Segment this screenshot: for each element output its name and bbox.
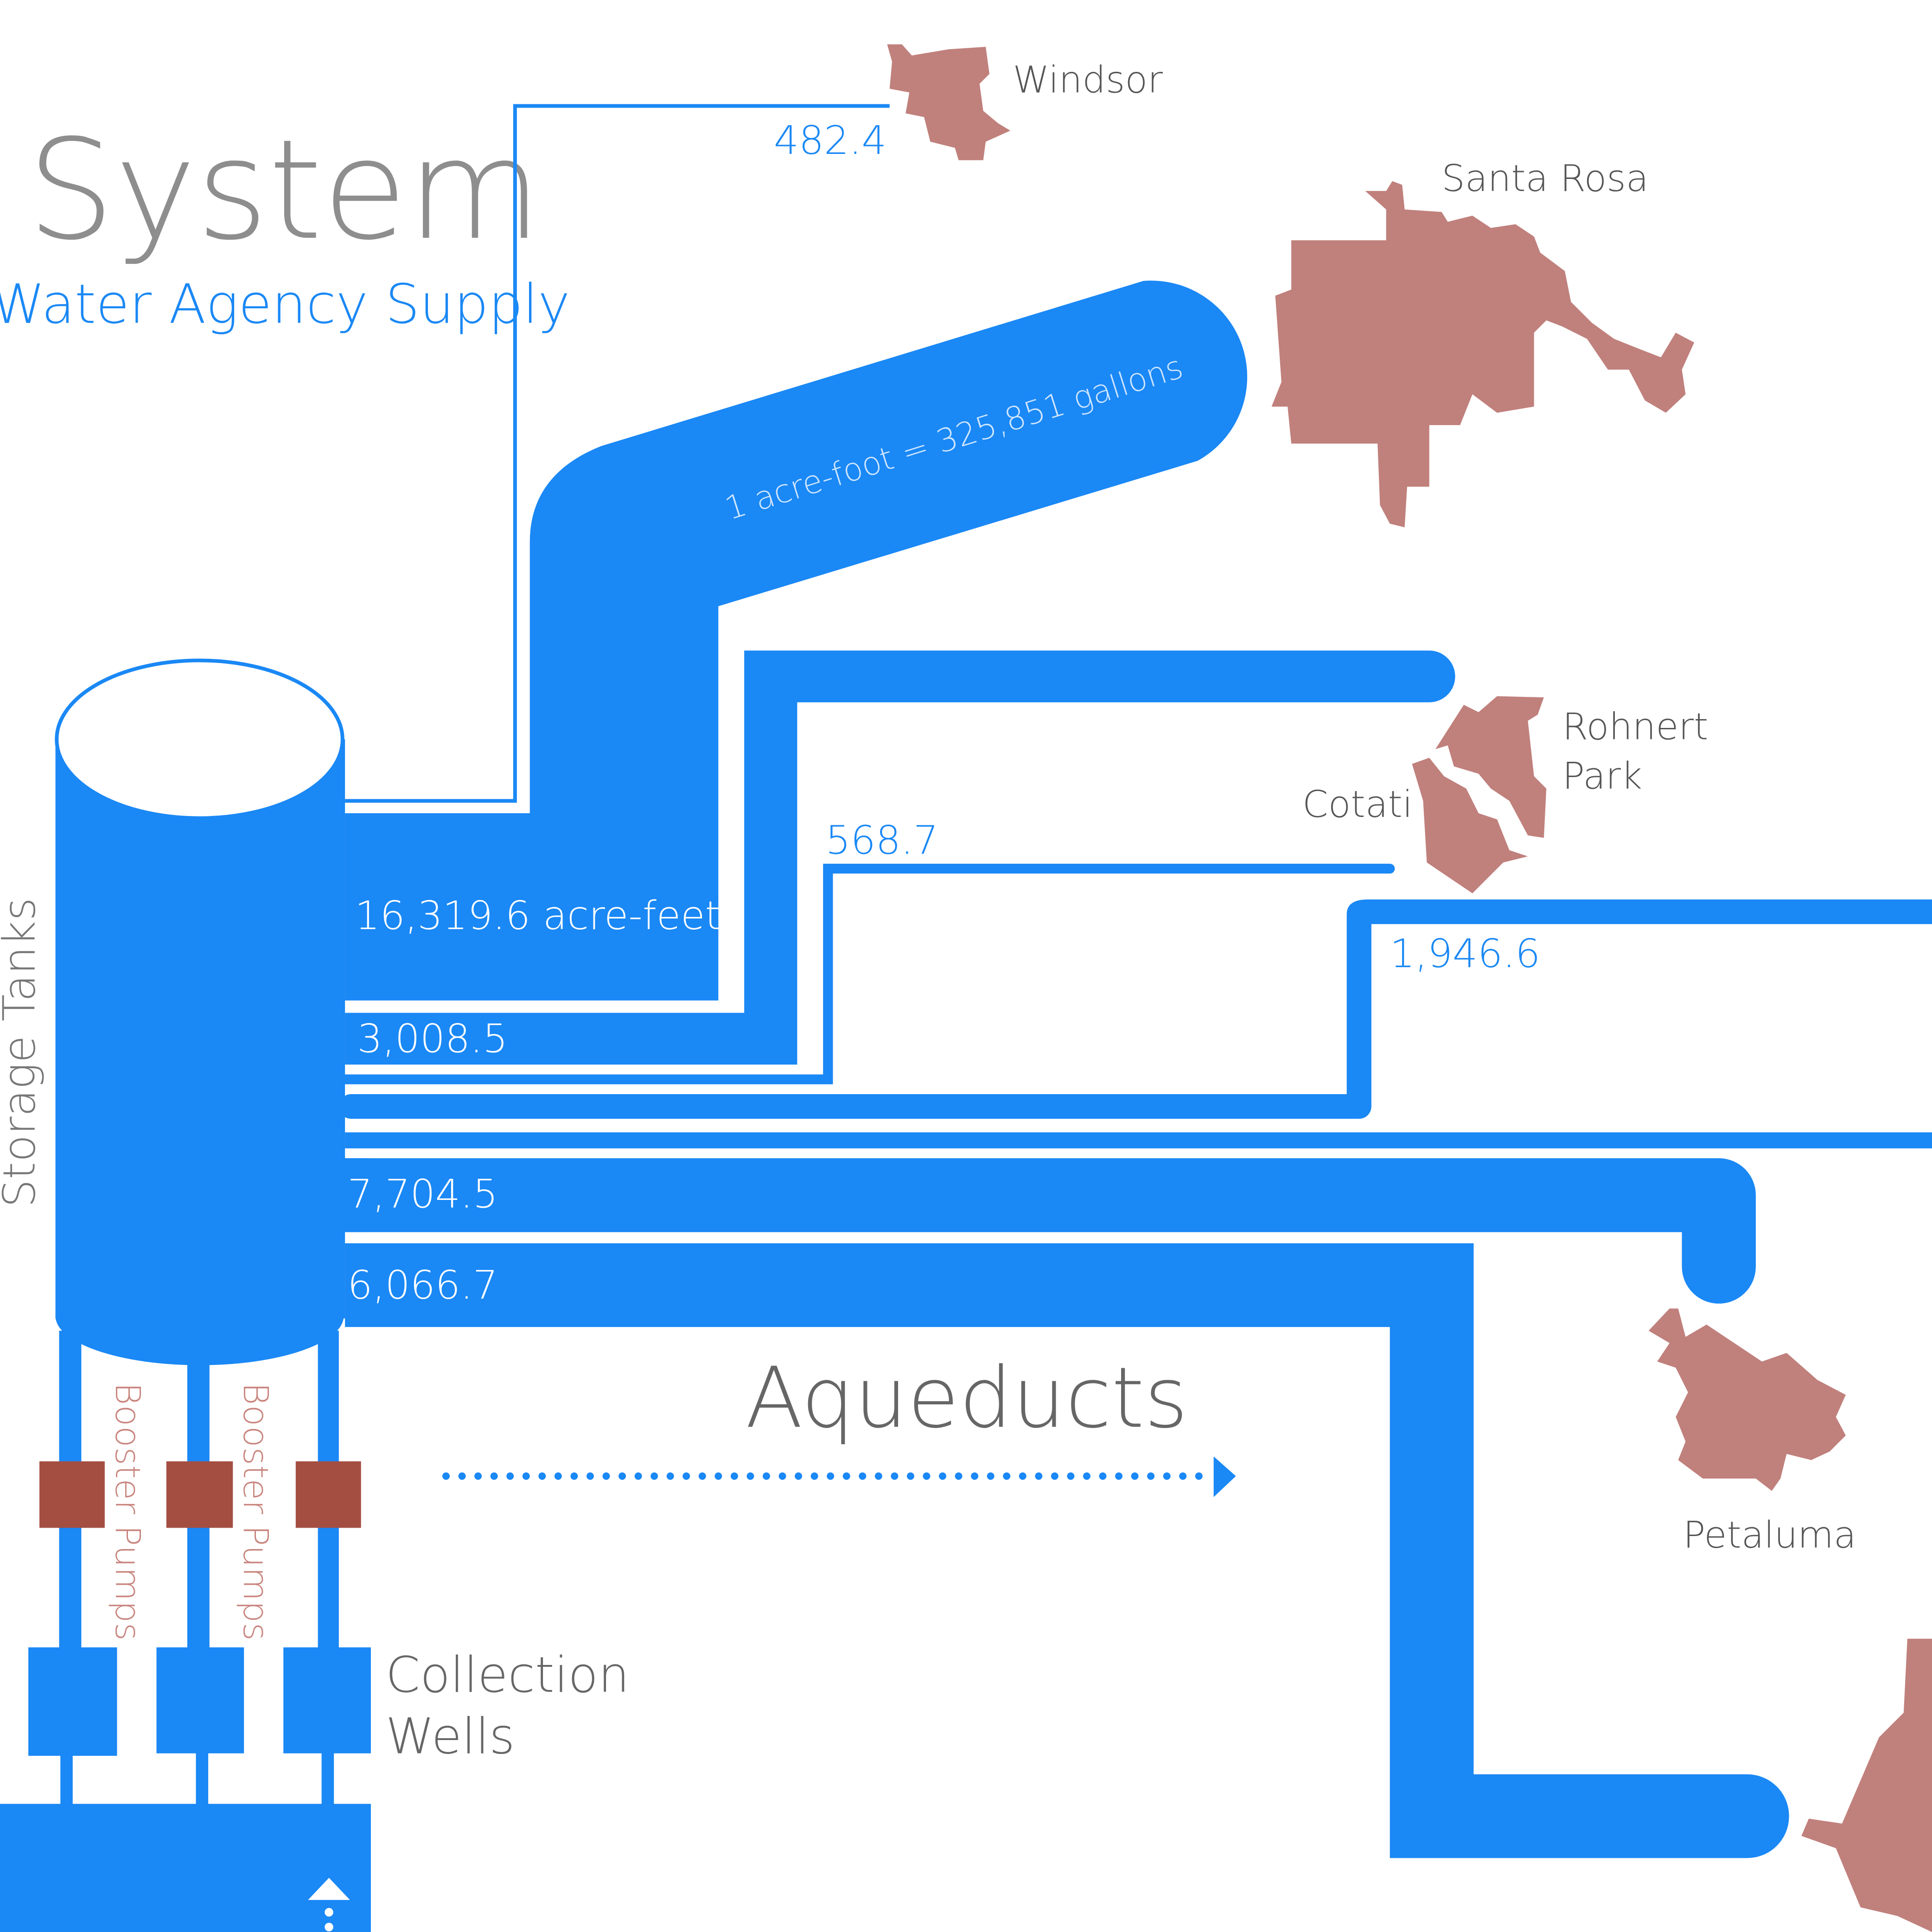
arrow-dot — [325, 1923, 333, 1932]
collection-well — [156, 1647, 244, 1753]
rohnert-park-map — [1435, 696, 1547, 838]
title: System — [27, 110, 542, 271]
collection-wells-label: Collection — [386, 1646, 630, 1704]
city-cotati: Cotati — [1302, 783, 1413, 826]
windsor-map — [887, 44, 1011, 160]
flow-cotati: 568.7 — [826, 818, 938, 864]
pipe-cotati — [340, 863, 1395, 1084]
offscreen-city-map — [1801, 1639, 1932, 1932]
booster-pumps-label: Booster Pumps — [108, 1383, 148, 1641]
storage-tank-bottom — [55, 1266, 344, 1365]
pipe-offscreen-2 — [345, 1243, 1747, 1858]
well-connector — [60, 1754, 73, 1806]
pipe-petaluma-start — [345, 1158, 370, 1232]
booster-pumps-label: Booster Pumps — [236, 1383, 276, 1641]
pipe-offscreen-2-end — [1705, 1774, 1789, 1858]
flow-rohnert-park: 3,008.5 — [357, 1016, 508, 1062]
aquifer-block — [0, 1804, 371, 1932]
cotati-map — [1412, 758, 1528, 893]
pipe-windsor — [345, 104, 890, 803]
pipe-through — [345, 1132, 1932, 1148]
city-rohnert-park: Rohnert — [1562, 705, 1709, 748]
arrow-right-icon — [1213, 1456, 1236, 1497]
booster-pump — [39, 1461, 105, 1528]
storage-tanks-label: Storage Tanks — [0, 898, 45, 1207]
city-windsor: Windsor — [1013, 58, 1163, 101]
booster-pump — [166, 1461, 233, 1528]
up-arrow-icon — [308, 1878, 350, 1900]
booster-pump — [295, 1461, 361, 1528]
flow-windsor: 482.4 — [774, 118, 886, 164]
flow-offscreen-2: 6,066.7 — [347, 1262, 498, 1308]
arrow-dot — [325, 1908, 333, 1917]
city-rohnert-park: Park — [1562, 754, 1642, 797]
pipe-offscreen-1 — [338, 899, 1932, 1119]
collection-well — [283, 1647, 371, 1753]
petaluma-map — [1648, 1308, 1846, 1491]
storage-tank-top — [55, 658, 344, 820]
pipe-petaluma — [308, 1158, 1756, 1304]
city-santa-rosa: Santa Rosa — [1441, 157, 1648, 200]
collection-wells-label: Wells — [386, 1708, 515, 1766]
pipe-santa-rosa — [345, 281, 1248, 1001]
aqueducts-label: Aqueducts — [746, 1349, 1188, 1447]
well-connector — [321, 1752, 334, 1806]
subtitle: Water Agency Supply — [0, 272, 570, 336]
city-petaluma: Petaluma — [1683, 1513, 1856, 1556]
flow-petaluma: 7,704.5 — [347, 1171, 498, 1217]
flow-offscreen-1: 1,946.6 — [1390, 931, 1541, 977]
flow-santa-rosa: 16,319.6 acre-feet — [355, 893, 721, 939]
pipe-rohnert-park — [345, 650, 1455, 1065]
storage-tank — [55, 739, 345, 1319]
well-connector — [196, 1752, 209, 1806]
collection-well — [28, 1647, 117, 1756]
santa-rosa-map — [1271, 181, 1695, 528]
